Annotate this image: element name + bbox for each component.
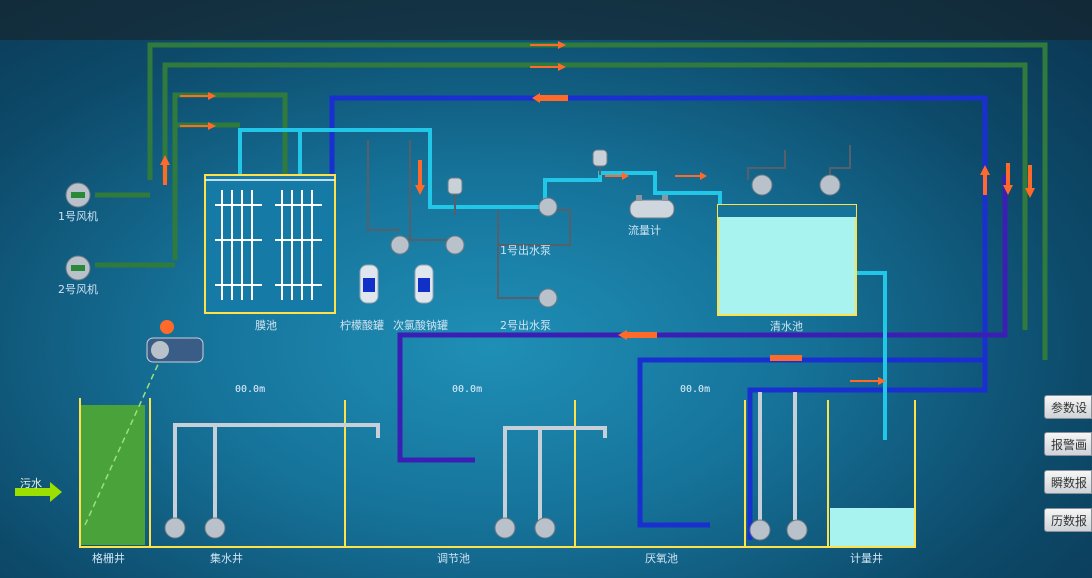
flowmeter-label: 流量计 <box>628 224 661 237</box>
suction-pipes <box>173 392 797 520</box>
mbr-tank-label: 膜池 <box>255 319 277 332</box>
bottom-tanks <box>79 359 916 548</box>
anoxic-pool-level: 00.0m <box>680 384 711 395</box>
clear-pool-label: 清水池 <box>770 320 803 333</box>
flow-arrows <box>160 41 1035 385</box>
pumps <box>65 174 841 541</box>
citric-tank-label: 柠檬酸罐 <box>340 319 384 332</box>
air-pipes <box>95 42 1048 360</box>
instruments <box>447 149 608 195</box>
clear-water-pool <box>717 204 857 316</box>
fan1-label: 1号风机 <box>58 210 98 223</box>
return-pipe <box>329 95 988 540</box>
regulate-pool-label: 调节池 <box>437 552 470 565</box>
instant-report-button[interactable]: 瞬数报表 <box>1044 470 1092 494</box>
flowmeter-vessel <box>629 195 675 219</box>
pump1-label: 1号出水泵 <box>500 244 551 257</box>
mbr-tank <box>204 174 336 314</box>
collect-well-level: 00.0m <box>235 384 266 395</box>
collect-well-label: 集水井 <box>210 552 243 565</box>
hypochlorite-tank-label: 次氯酸钠罐 <box>393 319 448 332</box>
sewage-in-label: 污水 <box>20 477 42 490</box>
chemical-tanks <box>359 264 434 304</box>
meter-well-label: 计量井 <box>850 552 883 565</box>
anoxic-pool-label: 厌氧池 <box>645 552 678 565</box>
sewage-inlet-arrow <box>15 482 62 502</box>
sludge-pipe <box>397 175 1008 463</box>
chem-pipes <box>367 140 851 299</box>
fan2-label: 2号风机 <box>58 283 98 296</box>
param-settings-button[interactable]: 参数设置 <box>1044 395 1092 419</box>
alarm-screen-button[interactable]: 报警画面 <box>1044 432 1092 456</box>
regulate-pool-level: 00.0m <box>452 384 483 395</box>
history-report-button[interactable]: 历数报表 <box>1044 508 1092 532</box>
pump2-label: 2号出水泵 <box>500 319 551 332</box>
grid-well-label: 格栅井 <box>92 552 125 565</box>
